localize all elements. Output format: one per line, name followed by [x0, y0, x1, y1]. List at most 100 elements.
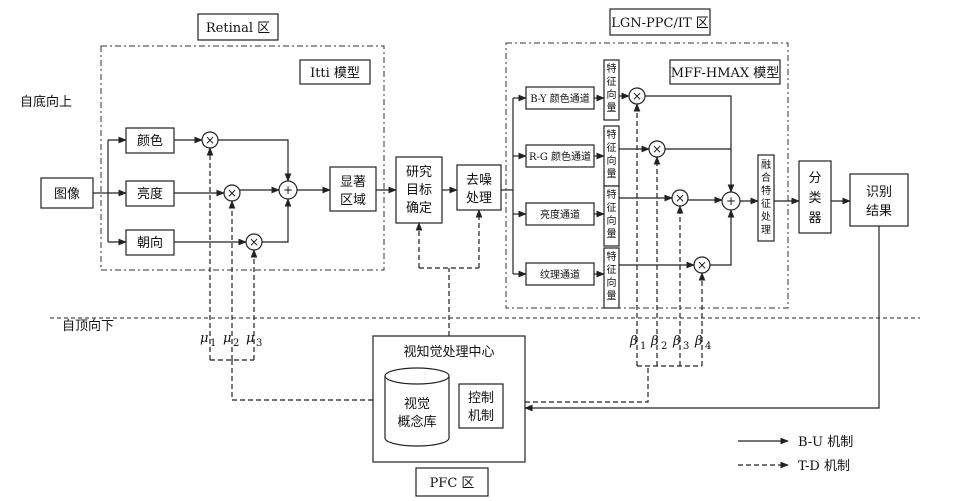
- legend-bottom-up: B-U 机制: [738, 435, 853, 450]
- svg-text:特: 特: [607, 63, 617, 75]
- channel-texture: 纹理通道: [525, 262, 595, 286]
- salient-region-box: 显著 区域: [329, 166, 377, 212]
- pfc-region-label: PFC 区: [415, 467, 489, 497]
- svg-text:+: +: [283, 183, 293, 197]
- brightness-box: 亮度: [125, 180, 175, 207]
- svg-text:向: 向: [607, 154, 617, 167]
- svg-text:亮度: 亮度: [137, 186, 163, 202]
- color-box: 颜色: [125, 127, 175, 154]
- svg-text:量: 量: [607, 290, 617, 302]
- svg-text:图像: 图像: [54, 187, 80, 202]
- svg-text:去噪: 去噪: [466, 173, 492, 188]
- svg-text:视觉: 视觉: [404, 397, 430, 412]
- svg-text:μ: μ: [223, 331, 231, 346]
- svg-text:Retinal 区: Retinal 区: [206, 21, 270, 36]
- research-target-box: 研究 目标 确定: [395, 156, 443, 224]
- svg-text:融: 融: [761, 159, 771, 171]
- svg-text:+: +: [726, 194, 736, 208]
- orientation-box: 朝向: [125, 229, 175, 256]
- svg-text:颜色: 颜色: [137, 133, 163, 149]
- concept-database-cylinder: 视觉 概念库: [384, 367, 450, 447]
- control-mechanism-box: 控制 机制: [458, 383, 504, 429]
- svg-text:×: ×: [632, 89, 642, 103]
- svg-text:研究: 研究: [406, 165, 432, 180]
- svg-text:量: 量: [607, 228, 617, 240]
- svg-text:视知觉处理中心: 视知觉处理中心: [403, 344, 494, 360]
- retinal-region-frame: [100, 45, 385, 271]
- beta1-label: β 1: [629, 334, 646, 352]
- itti-model-label: Itti 模型: [299, 59, 371, 85]
- svg-text:朝向: 朝向: [137, 235, 163, 251]
- svg-text:2: 2: [233, 338, 239, 349]
- feedback-line: [524, 226, 880, 412]
- svg-text:2: 2: [661, 341, 667, 352]
- svg-text:特: 特: [761, 185, 771, 197]
- svg-text:1: 1: [640, 341, 646, 352]
- svg-text:T-D 机制: T-D 机制: [798, 459, 850, 474]
- svg-text:β: β: [629, 334, 638, 349]
- svg-text:3: 3: [256, 338, 262, 349]
- multiply-node-beta1: ×: [628, 87, 646, 105]
- svg-text:处理: 处理: [466, 191, 492, 206]
- svg-text:×: ×: [249, 235, 259, 249]
- svg-text:向: 向: [607, 88, 617, 101]
- svg-text:征: 征: [607, 264, 617, 276]
- mu3-label: μ 3: [246, 331, 262, 349]
- svg-text:μ: μ: [200, 331, 208, 346]
- svg-text:μ: μ: [246, 331, 254, 346]
- multiply-node-beta4: ×: [693, 256, 711, 274]
- svg-text:量: 量: [607, 168, 617, 180]
- svg-text:β: β: [650, 334, 659, 349]
- svg-text:处: 处: [761, 211, 771, 223]
- svg-text:机制: 机制: [468, 409, 494, 424]
- svg-text:MFF-HMAX 模型: MFF-HMAX 模型: [671, 66, 780, 81]
- lgn-region-frame: [505, 42, 789, 309]
- svg-text:量: 量: [607, 102, 617, 114]
- svg-text:征: 征: [607, 142, 617, 154]
- svg-text:3: 3: [683, 341, 689, 352]
- svg-text:识别: 识别: [866, 185, 892, 200]
- channel-rg-color: R-G 颜色通道: [525, 144, 595, 168]
- feature-vector-1: 特 征 向 量: [603, 59, 620, 121]
- svg-text:特: 特: [607, 189, 617, 201]
- lgn-region-label: LGN-PPC/IT 区: [609, 8, 711, 36]
- image-box: 图像: [40, 177, 94, 209]
- result-box: 识别 结果: [849, 173, 909, 227]
- svg-text:特: 特: [607, 251, 617, 263]
- svg-text:合: 合: [761, 171, 771, 184]
- svg-text:1: 1: [210, 338, 216, 349]
- svg-text:β: β: [694, 334, 703, 349]
- mff-model-label: MFF-HMAX 模型: [669, 59, 781, 85]
- legend-top-down: T-D 机制: [738, 459, 850, 474]
- fusion-box: 融 合 特 征 处 理: [757, 154, 775, 242]
- svg-text:4: 4: [705, 341, 711, 352]
- svg-text:B-Y 颜色通道: B-Y 颜色通道: [530, 92, 590, 105]
- top-down-label: 自顶向下: [62, 318, 114, 334]
- svg-text:控制: 控制: [468, 391, 494, 406]
- multiply-node-color: ×: [201, 131, 219, 149]
- feature-vector-3: 特 征 向 量: [603, 185, 620, 247]
- svg-text:征: 征: [761, 198, 771, 210]
- sum-node: +: [278, 180, 298, 200]
- svg-text:β: β: [672, 334, 681, 349]
- svg-text:目标: 目标: [406, 183, 432, 198]
- svg-text:B-U 机制: B-U 机制: [798, 435, 853, 450]
- svg-text:类: 类: [808, 191, 821, 206]
- beta2-label: β 2: [650, 334, 667, 352]
- svg-text:×: ×: [697, 258, 707, 272]
- beta4-label: β 4: [694, 334, 711, 352]
- feature-vector-4: 特 征 向 量: [603, 247, 620, 309]
- svg-text:R-G 颜色通道: R-G 颜色通道: [529, 150, 591, 163]
- svg-text:区域: 区域: [340, 193, 366, 208]
- svg-text:结果: 结果: [866, 204, 892, 219]
- multiply-node-brightness: ×: [223, 184, 241, 202]
- svg-text:器: 器: [808, 211, 821, 226]
- channel-by-color: B-Y 颜色通道: [525, 86, 595, 110]
- svg-text:×: ×: [675, 191, 685, 205]
- multiply-node-orientation: ×: [245, 233, 263, 251]
- retinal-region-label: Retinal 区: [197, 13, 279, 41]
- svg-text:Itti 模型: Itti 模型: [310, 66, 360, 81]
- svg-text:向: 向: [607, 276, 617, 289]
- multiply-node-beta2: ×: [648, 140, 666, 158]
- bottom-up-label: 自底向上: [20, 94, 72, 110]
